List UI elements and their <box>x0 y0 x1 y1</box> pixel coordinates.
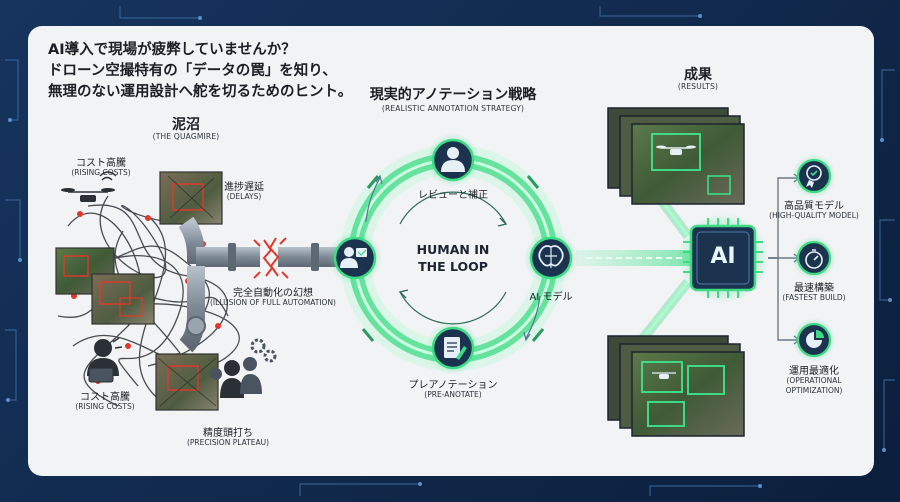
aerial-thumb-delays <box>159 171 223 225</box>
aerial-thumb-bottom <box>155 353 219 411</box>
team-gears-icon <box>210 338 277 398</box>
cost-bottom-en: (RISING COSTS) <box>75 402 135 411</box>
illusion-label: 完全自動化の幻想 <box>233 288 313 299</box>
illusion-en: (ILLUSION OF FULL AUTOMATION) <box>210 298 336 307</box>
center-line-2: THE LOOP <box>418 259 488 274</box>
result-optimization-label: 運用最適化 <box>789 366 839 377</box>
strategy-subtitle: (REALISTIC ANNOTATION STRATEGY) <box>381 104 525 113</box>
human-annotator-node <box>328 231 382 285</box>
results-photo-stack-top <box>607 107 745 205</box>
crack-icon <box>253 237 289 279</box>
quagmire-subtitle: (THE QUAGMIRE) <box>152 132 220 141</box>
review-node <box>426 133 480 187</box>
result-fastest-en: (FASTEST BUILD) <box>782 293 846 302</box>
drone-icon <box>61 171 117 202</box>
ai-chip-label: AI <box>710 244 736 269</box>
stopwatch-icon <box>792 236 836 280</box>
result-optimization-en: (OPERATIONAL <box>786 376 842 385</box>
preannotate-en: (PRE-ANOTATE) <box>424 390 482 399</box>
stressed-person-icon <box>87 337 123 383</box>
optimization-chart-icon <box>792 318 836 362</box>
results-title: 成果 <box>684 67 712 83</box>
cost-top-label: コスト高騰 <box>76 158 126 169</box>
results-photo-stack-bottom <box>607 335 745 437</box>
strategy-title: 現実的アノテーション戦略 <box>369 87 537 103</box>
quagmire-title: 泥沼 <box>172 117 200 133</box>
preannotate-label: プレアノテーション <box>408 380 498 391</box>
ai-model-node <box>524 231 578 285</box>
result-fastest-label: 最速構築 <box>794 283 834 294</box>
diagram-graphics <box>55 107 836 437</box>
headline-line-3: 無理のない運用設計へ舵を切るためのヒント。 <box>48 84 353 100</box>
result-optimization-en-2: OPTIMIZATION) <box>785 386 843 395</box>
result-quality-en: (HIGH-QUALITY MODEL) <box>769 211 859 220</box>
results-subtitle: (RESULTS) <box>677 82 719 91</box>
cost-top-en: (RISING COSTS) <box>71 168 131 177</box>
delays-label: 進捗遅延 <box>224 182 264 193</box>
quality-badge-icon <box>792 154 836 198</box>
ai-chip <box>678 213 768 303</box>
headline: AI導入で現場が疲弊していませんか？ ドローン空撮特有の「データの罠」を知り、 … <box>48 40 368 103</box>
infographic-panel: AI導入で現場が疲弊していませんか？ ドローン空撮特有の「データの罠」を知り、 … <box>28 26 874 476</box>
aerial-thumb-center <box>91 273 155 325</box>
center-line-1: HUMAN IN <box>416 242 490 257</box>
precision-label: 精度頭打ち <box>203 428 253 439</box>
result-quality-label: 高品質モデル <box>784 201 844 212</box>
outer-flow-arrows <box>365 174 541 342</box>
pre-annotate-node <box>426 321 480 375</box>
ai-model-label: AI モデル <box>529 292 573 303</box>
precision-en: (PRECISION PLATEAU) <box>186 438 269 447</box>
delays-en: (DELAYS) <box>226 192 262 201</box>
broken-pipe <box>178 216 338 353</box>
cost-bottom-label: コスト高騰 <box>80 392 130 403</box>
review-label: レビューと補正 <box>418 190 488 201</box>
headline-line-1: AI導入で現場が疲弊していませんか？ <box>48 42 296 58</box>
headline-line-2: ドローン空撮特有の「データの罠」を知り、 <box>48 63 337 79</box>
human-in-the-loop: HUMAN IN THE LOOP <box>408 241 498 275</box>
